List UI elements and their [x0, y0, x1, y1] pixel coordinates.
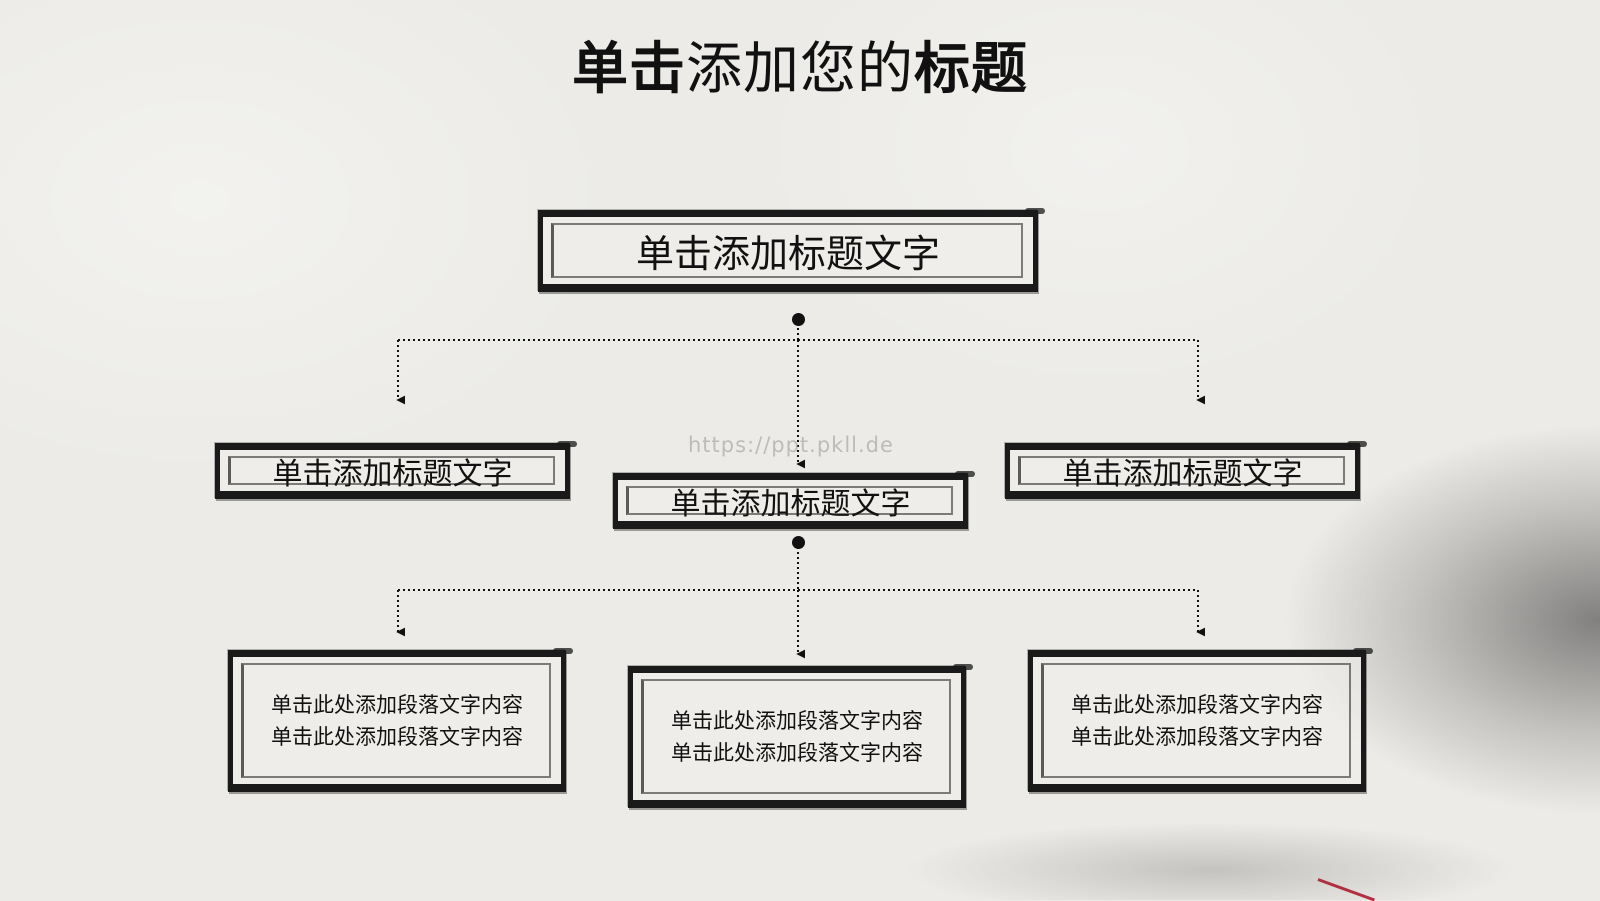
slide-title[interactable]: 单击添加您的标题 [0, 24, 1600, 105]
level2-node-left[interactable]: 单击添加标题文字 [215, 441, 577, 499]
level2-node-label: 单击添加标题文字 [670, 486, 911, 522]
level3-node-text: 单击此处添加段落文字内容 单击此处添加段落文字内容 [1071, 689, 1323, 753]
title-part-2: 添加您的 [686, 37, 914, 102]
mid-junction-dot [792, 536, 805, 549]
title-part-3: 标题 [914, 37, 1028, 102]
level3-line-1: 单击此处添加段落文字内容 [1071, 692, 1323, 717]
level3-line-2: 单击此处添加段落文字内容 [671, 740, 923, 765]
level3-line-2: 单击此处添加段落文字内容 [1071, 724, 1323, 749]
level3-node-text: 单击此处添加段落文字内容 单击此处添加段落文字内容 [671, 705, 923, 769]
level3-node-left[interactable]: 单击此处添加段落文字内容 单击此处添加段落文字内容 [228, 648, 573, 792]
root-junction-dot [792, 313, 805, 326]
watermark-text: https://ppt.pkll.de [688, 433, 894, 457]
root-node-label: 单击添加标题文字 [635, 232, 940, 276]
level3-line-1: 单击此处添加段落文字内容 [671, 708, 923, 733]
title-part-1: 单击 [572, 37, 686, 102]
level3-node-text: 单击此处添加段落文字内容 单击此处添加段落文字内容 [271, 689, 523, 753]
level3-line-1: 单击此处添加段落文字内容 [271, 692, 523, 717]
level3-node-right[interactable]: 单击此处添加段落文字内容 单击此处添加段落文字内容 [1028, 648, 1373, 792]
root-node[interactable]: 单击添加标题文字 [538, 208, 1045, 292]
level2-node-middle[interactable]: 单击添加标题文字 [613, 471, 975, 529]
level3-node-middle[interactable]: 单击此处添加段落文字内容 单击此处添加段落文字内容 [628, 664, 973, 808]
level2-node-label: 单击添加标题文字 [272, 456, 513, 492]
level2-node-right[interactable]: 单击添加标题文字 [1005, 441, 1367, 499]
level3-line-2: 单击此处添加段落文字内容 [271, 724, 523, 749]
level2-node-label: 单击添加标题文字 [1062, 456, 1303, 492]
